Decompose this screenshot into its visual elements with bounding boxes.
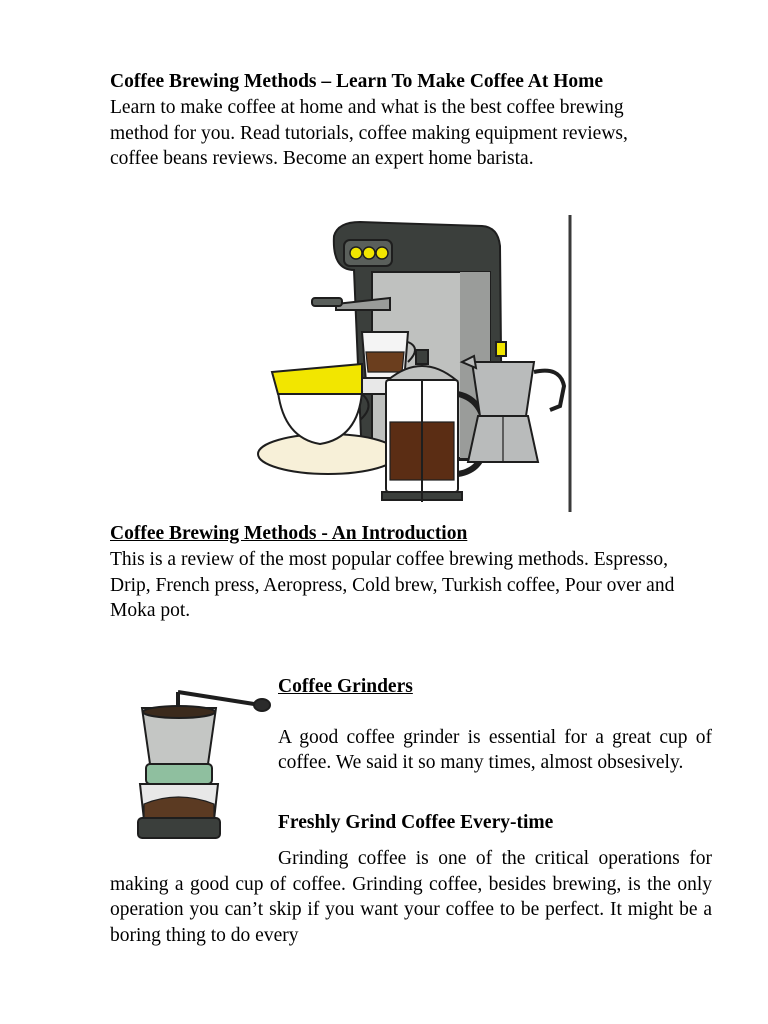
coffee-grinder-illustration: [137, 690, 271, 839]
intro-paragraph: Learn to make coffee at home and what is…: [110, 97, 628, 169]
coffee-brewing-equipment-illustration: [257, 215, 572, 512]
grinding-paragraph: Grinding coffee is one of the critical o…: [110, 848, 712, 946]
introduction-paragraph: This is a review of the most popular cof…: [110, 549, 675, 621]
introduction-heading: Coffee Brewing Methods - An Introduction: [110, 523, 468, 544]
moka-pot: [459, 341, 567, 463]
grinders-heading: Coffee Grinders: [278, 676, 413, 697]
grinders-paragraph: A good coffee grinder is essential for a…: [278, 727, 712, 773]
pour-over-dripper: [257, 362, 399, 475]
fresh-grind-heading: Freshly Grind Coffee Every-time: [278, 812, 554, 833]
page-title: Coffee Brewing Methods – Learn To Make C…: [110, 71, 604, 92]
